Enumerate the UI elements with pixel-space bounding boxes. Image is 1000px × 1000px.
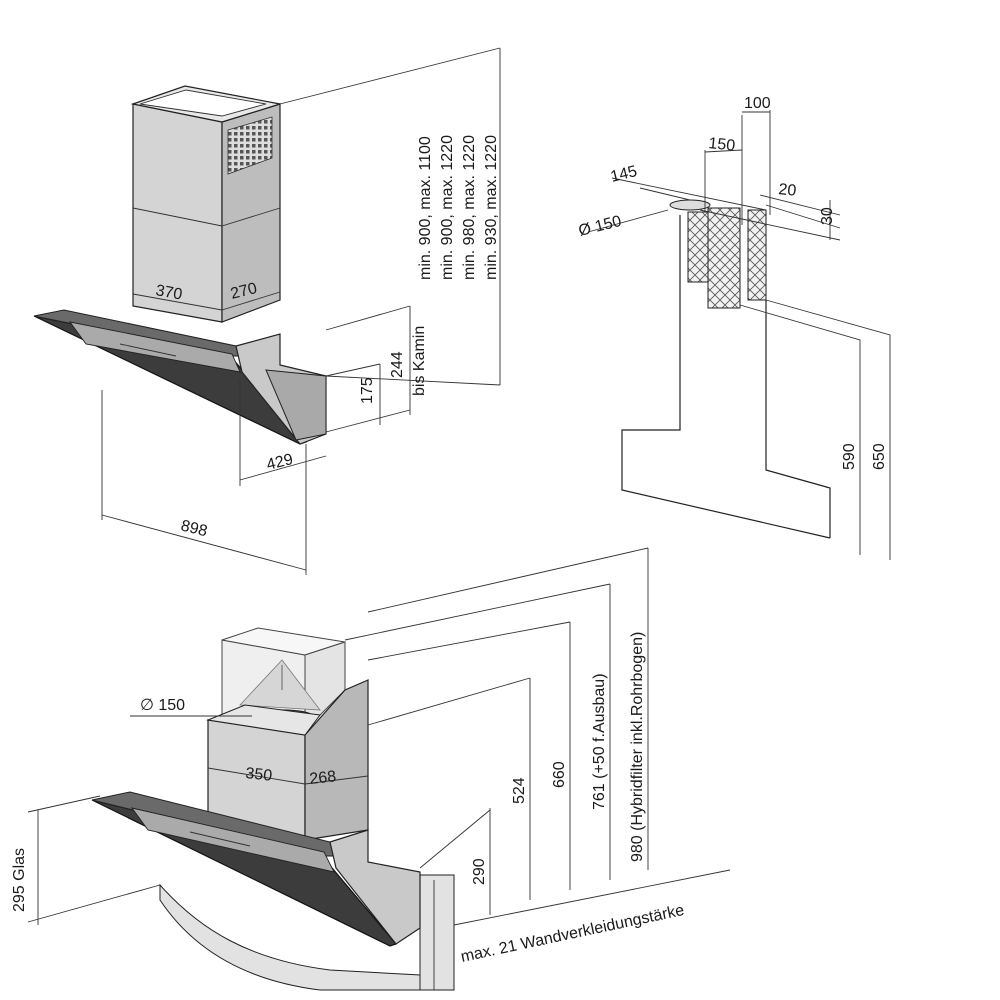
wall-outline bbox=[621, 215, 831, 539]
top-right-section-view: 100 150 145 20 30 Ø 150 590 650 bbox=[577, 95, 891, 560]
dim-290: 290 bbox=[471, 858, 488, 885]
dim-100: 100 bbox=[744, 95, 771, 112]
dim-650: 650 bbox=[871, 443, 888, 470]
hood-depth-label: 429 bbox=[265, 451, 295, 474]
bottom-duct-diameter: ∅ 150 bbox=[140, 697, 185, 714]
height-range-1: min. 900, max. 1100 bbox=[417, 136, 434, 280]
vent-grill bbox=[227, 116, 273, 175]
bottom-hood-view: ∅ 150 350 268 295 Glas 290 524 660 761 (… bbox=[11, 547, 731, 991]
wall-block-right bbox=[747, 209, 767, 301]
bottom-chimney-depth: 268 bbox=[309, 768, 337, 788]
duct-ring bbox=[669, 199, 711, 211]
to-chimney-value: 244 bbox=[389, 351, 406, 378]
dim-524: 524 bbox=[511, 777, 528, 804]
duct-diameter-top: Ø 150 bbox=[577, 213, 624, 240]
to-chimney-label: bis Kamin bbox=[411, 326, 428, 396]
bottom-chimney-width: 350 bbox=[245, 765, 273, 785]
dim-590: 590 bbox=[841, 443, 858, 470]
dim-980: 980 (Hybridfilter inkl.Rohrbogen) bbox=[629, 632, 646, 862]
wall-block-mid bbox=[707, 207, 741, 309]
hood-height-label: 175 bbox=[359, 377, 376, 404]
dim-30: 30 bbox=[819, 207, 836, 225]
height-range-4: min. 930, max. 1220 bbox=[483, 135, 500, 280]
wall-cladding-label: max. 21 Wandverkleidungstärke bbox=[459, 902, 686, 966]
dim-761: 761 (+50 f.Ausbau) bbox=[591, 673, 608, 810]
hood-width-label: 898 bbox=[179, 517, 209, 540]
dim-20: 20 bbox=[778, 181, 798, 200]
top-left-hood-view: 370 270 min. 900, max. 1100 min. 900, ma… bbox=[33, 47, 501, 575]
dim-145: 145 bbox=[609, 163, 639, 186]
chimney-width-label: 370 bbox=[154, 282, 183, 303]
wall-block-left bbox=[687, 211, 709, 283]
dim-150: 150 bbox=[708, 135, 736, 155]
height-range-2: min. 900, max. 1220 bbox=[439, 135, 456, 280]
bottom-hood-body bbox=[329, 829, 421, 945]
dim-660: 660 bbox=[551, 761, 568, 788]
height-range-3: min. 980, max. 1220 bbox=[461, 135, 478, 280]
bottom-chimney-side bbox=[304, 679, 369, 841]
chimney-depth-label: 270 bbox=[229, 280, 259, 303]
glass-height: 295 Glas bbox=[11, 848, 28, 912]
